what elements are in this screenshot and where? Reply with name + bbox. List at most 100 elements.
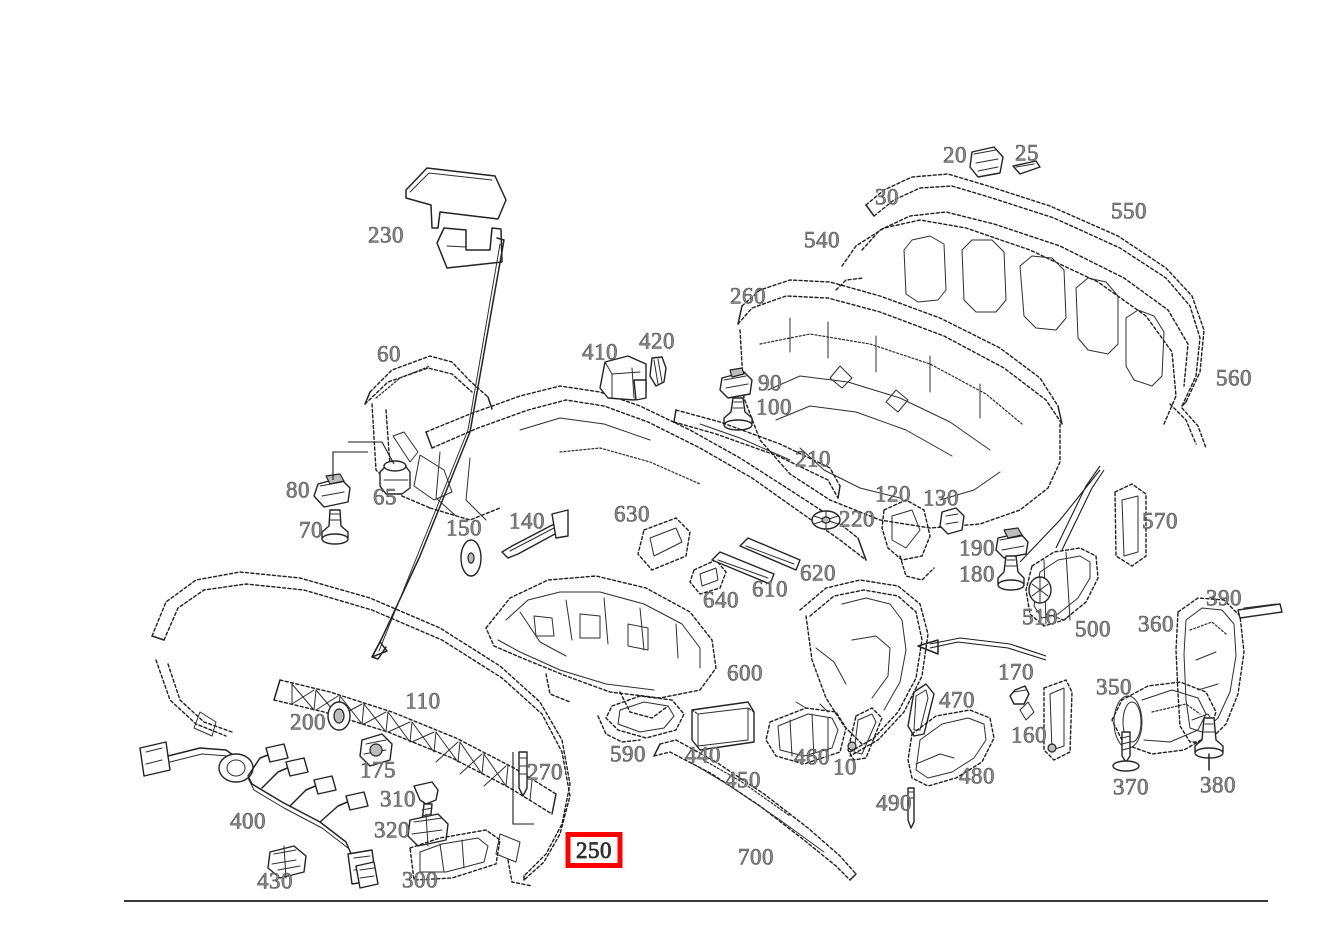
part-80-clip — [313, 473, 351, 508]
callout-25[interactable]: 25 — [1015, 140, 1039, 166]
callout-200[interactable]: 200 — [290, 709, 326, 735]
callout-80[interactable]: 80 — [286, 477, 310, 503]
callout-560[interactable]: 560 — [1216, 365, 1252, 391]
highlighted-part-number-box[interactable]: 250 — [565, 832, 623, 868]
callout-420[interactable]: 420 — [639, 328, 675, 354]
callout-620[interactable]: 620 — [800, 560, 836, 586]
part-420-grommet — [649, 356, 667, 387]
callout-370[interactable]: 370 — [1113, 774, 1149, 800]
leader-560 — [1019, 469, 1101, 563]
leader-500b — [1061, 469, 1105, 551]
part-220-star-washer — [811, 510, 841, 530]
callout-470[interactable]: 470 — [939, 687, 975, 713]
callout-170[interactable]: 170 — [998, 659, 1034, 685]
callout-100[interactable]: 100 — [756, 394, 792, 420]
callout-70[interactable]: 70 — [299, 517, 323, 543]
callout-220[interactable]: 220 — [839, 506, 875, 532]
callout-460[interactable]: 460 — [794, 744, 830, 770]
callout-600[interactable]: 600 — [727, 660, 763, 686]
callout-350[interactable]: 350 — [1096, 674, 1132, 700]
callout-230[interactable]: 230 — [368, 222, 404, 248]
leader-500 — [1055, 465, 1101, 549]
callout-90[interactable]: 90 — [758, 370, 782, 396]
part-160-bracket — [1019, 679, 1073, 761]
callout-20[interactable]: 20 — [943, 142, 967, 168]
part-390-pin — [1237, 603, 1283, 619]
callout-130[interactable]: 130 — [923, 485, 959, 511]
callout-175[interactable]: 175 — [360, 757, 396, 783]
leader-arrow-right2 — [929, 641, 1047, 661]
callout-120[interactable]: 120 — [875, 481, 911, 507]
callout-450[interactable]: 450 — [725, 767, 761, 793]
part-460-sensor — [847, 707, 883, 761]
part-590-bracket — [597, 695, 685, 743]
part-180-rivet — [997, 555, 1025, 591]
callout-300[interactable]: 300 — [402, 867, 438, 893]
part-470-rod — [907, 683, 935, 737]
part-250-bumper-cover — [151, 571, 571, 887]
callout-510[interactable]: 510 — [1022, 604, 1058, 630]
callout-380[interactable]: 380 — [1200, 772, 1236, 798]
part-170-clip — [1009, 685, 1030, 705]
part-360-bracket — [1175, 597, 1245, 743]
highlighted-part-number: 250 — [576, 837, 612, 863]
part-long-rod — [371, 237, 505, 660]
callout-320[interactable]: 320 — [374, 817, 410, 843]
callout-500[interactable]: 500 — [1075, 616, 1111, 642]
callout-190[interactable]: 190 — [959, 535, 995, 561]
callout-270[interactable]: 270 — [527, 759, 563, 785]
part-20-clip — [969, 146, 1004, 178]
part-320-clip — [407, 813, 449, 847]
footer-divider — [124, 900, 1268, 902]
callout-140[interactable]: 140 — [509, 508, 545, 534]
callout-640[interactable]: 640 — [703, 587, 739, 613]
callout-700[interactable]: 700 — [738, 844, 774, 870]
callout-480[interactable]: 480 — [959, 763, 995, 789]
callout-160[interactable]: 160 — [1011, 722, 1047, 748]
part-130-nut — [939, 507, 965, 535]
callout-570[interactable]: 570 — [1142, 508, 1178, 534]
callout-400[interactable]: 400 — [230, 808, 266, 834]
callout-390[interactable]: 390 — [1206, 585, 1242, 611]
callout-210[interactable]: 210 — [795, 446, 831, 472]
part-70-rivet — [321, 509, 349, 545]
part-100-rivet — [723, 397, 753, 431]
part-90-clip — [719, 367, 753, 399]
part-200-grommet — [327, 701, 351, 731]
callout-440[interactable]: 440 — [685, 742, 721, 768]
callout-180[interactable]: 180 — [959, 561, 995, 587]
callout-150[interactable]: 150 — [446, 515, 482, 541]
part-310-screw — [413, 781, 439, 831]
leader-65 — [348, 441, 395, 465]
part-540-rear-cover — [835, 173, 1207, 449]
callout-610[interactable]: 610 — [752, 576, 788, 602]
part-150-washer — [460, 539, 482, 577]
callout-630[interactable]: 630 — [614, 501, 650, 527]
leader-80 — [332, 451, 368, 480]
leader-arrow-right — [929, 637, 1047, 657]
callout-540[interactable]: 540 — [804, 227, 840, 253]
part-230-trim — [405, 167, 507, 269]
part-620-rod — [739, 537, 801, 571]
callout-490[interactable]: 490 — [876, 790, 912, 816]
part-120-bracket — [881, 499, 935, 581]
part-510-washer — [1028, 576, 1052, 604]
part-upper-bumper-cover — [425, 385, 867, 561]
part-380-rivet — [1194, 717, 1224, 771]
callout-410[interactable]: 410 — [582, 339, 618, 365]
callout-550[interactable]: 550 — [1111, 198, 1147, 224]
callout-10[interactable]: 10 — [833, 754, 857, 780]
callout-590[interactable]: 590 — [610, 741, 646, 767]
callout-360[interactable]: 360 — [1138, 611, 1174, 637]
callout-430[interactable]: 430 — [257, 868, 293, 894]
part-600-absorber — [485, 575, 717, 719]
callout-310[interactable]: 310 — [380, 786, 416, 812]
part-370-screw — [1112, 731, 1140, 772]
callout-60[interactable]: 60 — [377, 341, 401, 367]
callout-260[interactable]: 260 — [730, 283, 766, 309]
callout-30[interactable]: 30 — [875, 184, 899, 210]
callout-110[interactable]: 110 — [405, 688, 441, 714]
part-10-end-cover — [799, 579, 929, 757]
callout-65[interactable]: 65 — [373, 484, 397, 510]
